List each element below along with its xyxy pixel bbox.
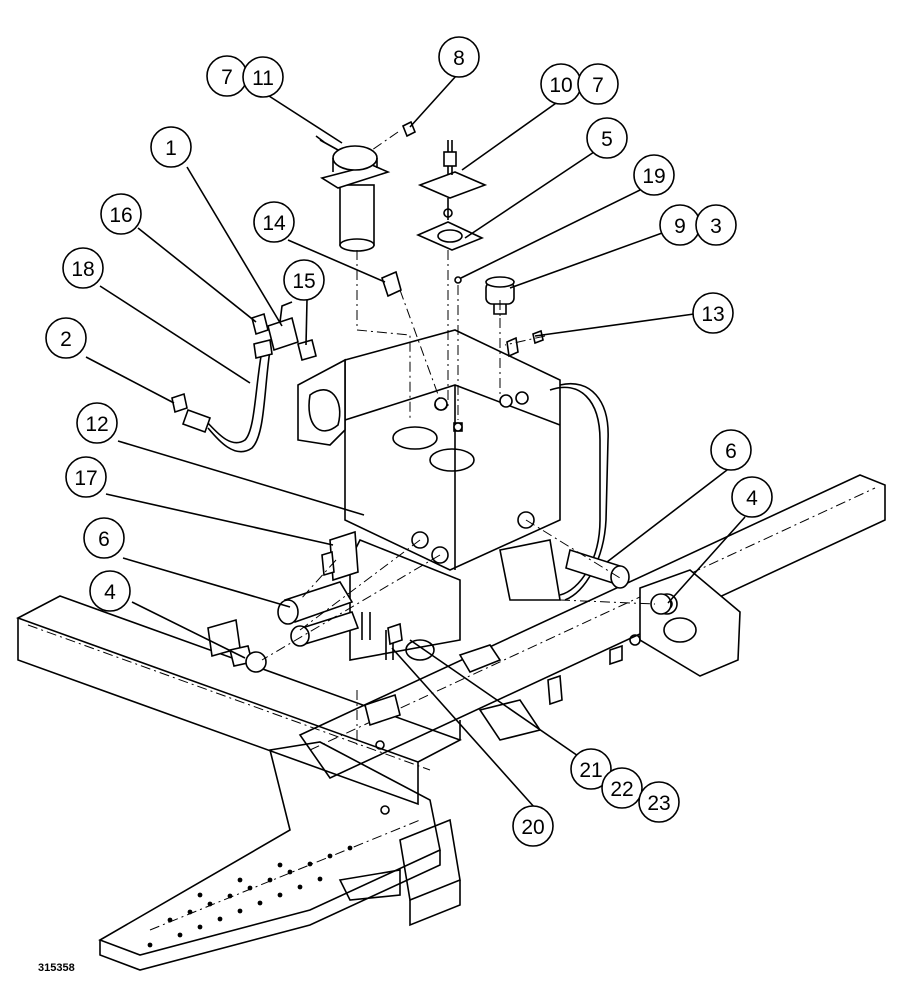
svg-text:19: 19 <box>642 165 665 188</box>
callout-23: 23 <box>638 781 680 823</box>
svg-text:7: 7 <box>592 74 604 97</box>
callout-11: 11 <box>242 56 284 98</box>
svg-text:4: 4 <box>746 487 758 510</box>
svg-text:3: 3 <box>710 215 722 238</box>
assembly-centerlines <box>261 131 656 745</box>
svg-text:2: 2 <box>60 328 72 351</box>
callout-15: 15 <box>283 259 325 301</box>
callouts: 7 11 8 10 7 5 1 19 <box>45 36 773 847</box>
callout-20: 20 <box>512 805 554 847</box>
svg-text:12: 12 <box>85 413 108 436</box>
callout-6: 6 <box>83 517 125 559</box>
callout-6: 6 <box>710 429 752 471</box>
svg-text:23: 23 <box>647 792 670 815</box>
svg-text:11: 11 <box>252 67 274 90</box>
svg-text:15: 15 <box>292 270 315 293</box>
callout-18: 18 <box>62 247 104 289</box>
return-filter-assembly <box>315 135 391 252</box>
svg-text:22: 22 <box>610 778 633 801</box>
callout-16: 16 <box>100 193 142 235</box>
callout-21: 21 <box>570 748 612 790</box>
svg-text:6: 6 <box>725 440 737 463</box>
callout-3: 3 <box>695 204 737 246</box>
svg-text:5: 5 <box>601 128 613 151</box>
callout-7: 7 <box>577 63 619 105</box>
svg-text:1: 1 <box>165 137 177 160</box>
svg-text:16: 16 <box>109 204 132 227</box>
callout-19: 19 <box>633 154 675 196</box>
callout-1: 1 <box>150 126 192 168</box>
svg-text:20: 20 <box>521 816 544 839</box>
callout-7: 7 <box>206 55 248 97</box>
svg-text:8: 8 <box>453 47 465 70</box>
sender-and-gasket <box>416 140 488 251</box>
callout-4: 4 <box>731 476 773 518</box>
hydraulic-tank <box>297 329 609 661</box>
callout-12: 12 <box>76 402 118 444</box>
step-plate-holes <box>147 845 353 948</box>
breather-cap <box>485 276 515 315</box>
svg-text:13: 13 <box>701 303 724 326</box>
callout-22: 22 <box>601 767 643 809</box>
svg-text:14: 14 <box>262 212 286 235</box>
callout-14: 14 <box>253 201 295 243</box>
callout-13: 13 <box>692 292 734 334</box>
svg-text:21: 21 <box>579 759 602 782</box>
callout-4: 4 <box>89 570 131 612</box>
svg-text:7: 7 <box>221 66 233 89</box>
callout-8: 8 <box>438 36 480 78</box>
svg-text:9: 9 <box>674 215 686 238</box>
svg-text:4: 4 <box>104 581 116 604</box>
figure-id: 315358 <box>38 962 75 974</box>
svg-text:10: 10 <box>549 74 572 97</box>
callout-10: 10 <box>540 63 582 105</box>
callout-17: 17 <box>65 456 107 498</box>
callout-5: 5 <box>586 117 628 159</box>
svg-text:6: 6 <box>98 528 110 551</box>
svg-text:18: 18 <box>71 258 94 281</box>
leader-lines <box>85 75 746 809</box>
callout-9: 9 <box>659 204 701 246</box>
fittings <box>171 120 672 673</box>
callout-2: 2 <box>45 317 87 359</box>
svg-text:17: 17 <box>74 467 97 490</box>
